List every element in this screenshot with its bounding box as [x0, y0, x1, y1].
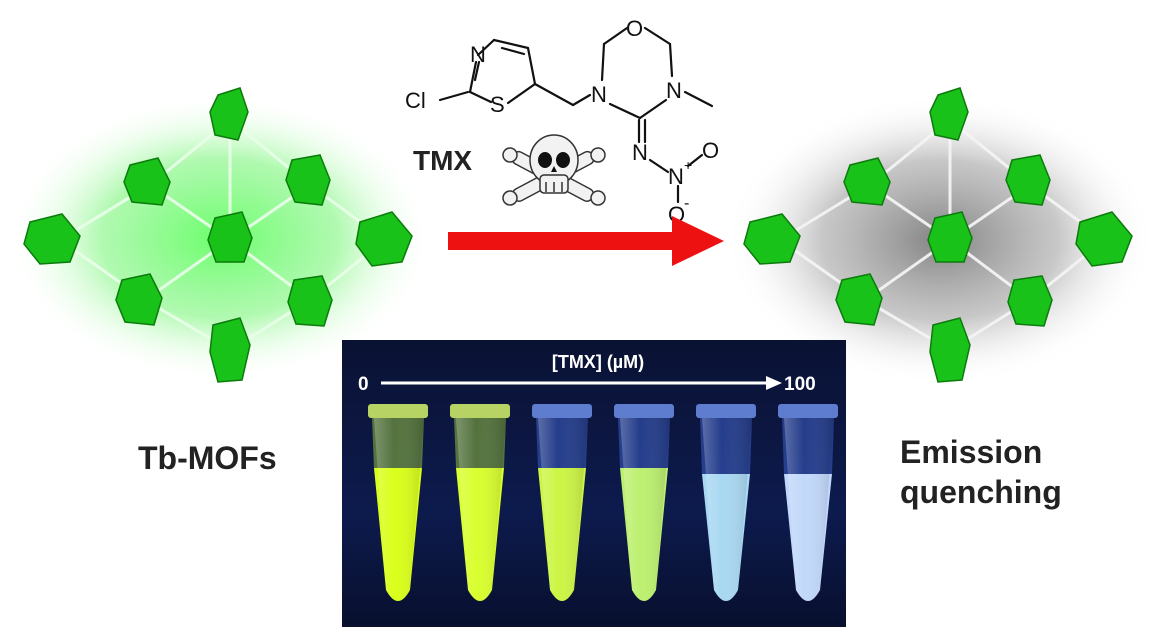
axis-arrow-head [766, 376, 782, 390]
tmx-label: TMX [413, 145, 472, 176]
atom-s: S [490, 92, 505, 117]
tmx-atom-labels: Cl N S N O N N N + O O - [405, 16, 719, 227]
emission-label-line2: quenching [900, 474, 1062, 510]
skull-crossbones-icon [502, 134, 606, 206]
vial [450, 404, 510, 601]
vial-row [368, 404, 838, 601]
reaction-arrow [448, 216, 724, 266]
atom-n-ring2: N [666, 78, 682, 103]
photo-background [342, 340, 846, 627]
atom-nitro-minus: - [684, 195, 689, 212]
atom-n-nitro: N [668, 164, 684, 189]
vial [368, 404, 428, 601]
atom-n-thiazole: N [470, 42, 486, 67]
vial [778, 404, 838, 601]
atom-cl: Cl [405, 88, 426, 113]
tmx-structure [438, 26, 714, 204]
atom-n-imine: N [632, 140, 648, 165]
vials-photo: [TMX] (µM) 0 100 [342, 340, 846, 627]
mof-quenched [725, 87, 1154, 385]
mof-nodes [743, 87, 1133, 383]
atom-nitro-plus: + [684, 157, 692, 173]
emission-quenching-label: Emission quenching [900, 432, 1062, 512]
emission-label-line1: Emission [900, 434, 1043, 470]
vial [696, 404, 756, 601]
atom-o-ring: O [626, 16, 643, 41]
vial [614, 404, 674, 601]
tb-mofs-label: Tb-MOFs [138, 440, 277, 476]
atom-o-nitro1: O [702, 138, 719, 163]
axis-end-label: 100 [784, 374, 816, 395]
axis-start-label: 0 [358, 374, 369, 395]
vial [532, 404, 592, 601]
mof-glowing [5, 87, 435, 383]
atom-n-ring1: N [591, 82, 607, 107]
mof-nodes [23, 87, 413, 383]
axis-title: [TMX] (µM) [552, 352, 644, 372]
